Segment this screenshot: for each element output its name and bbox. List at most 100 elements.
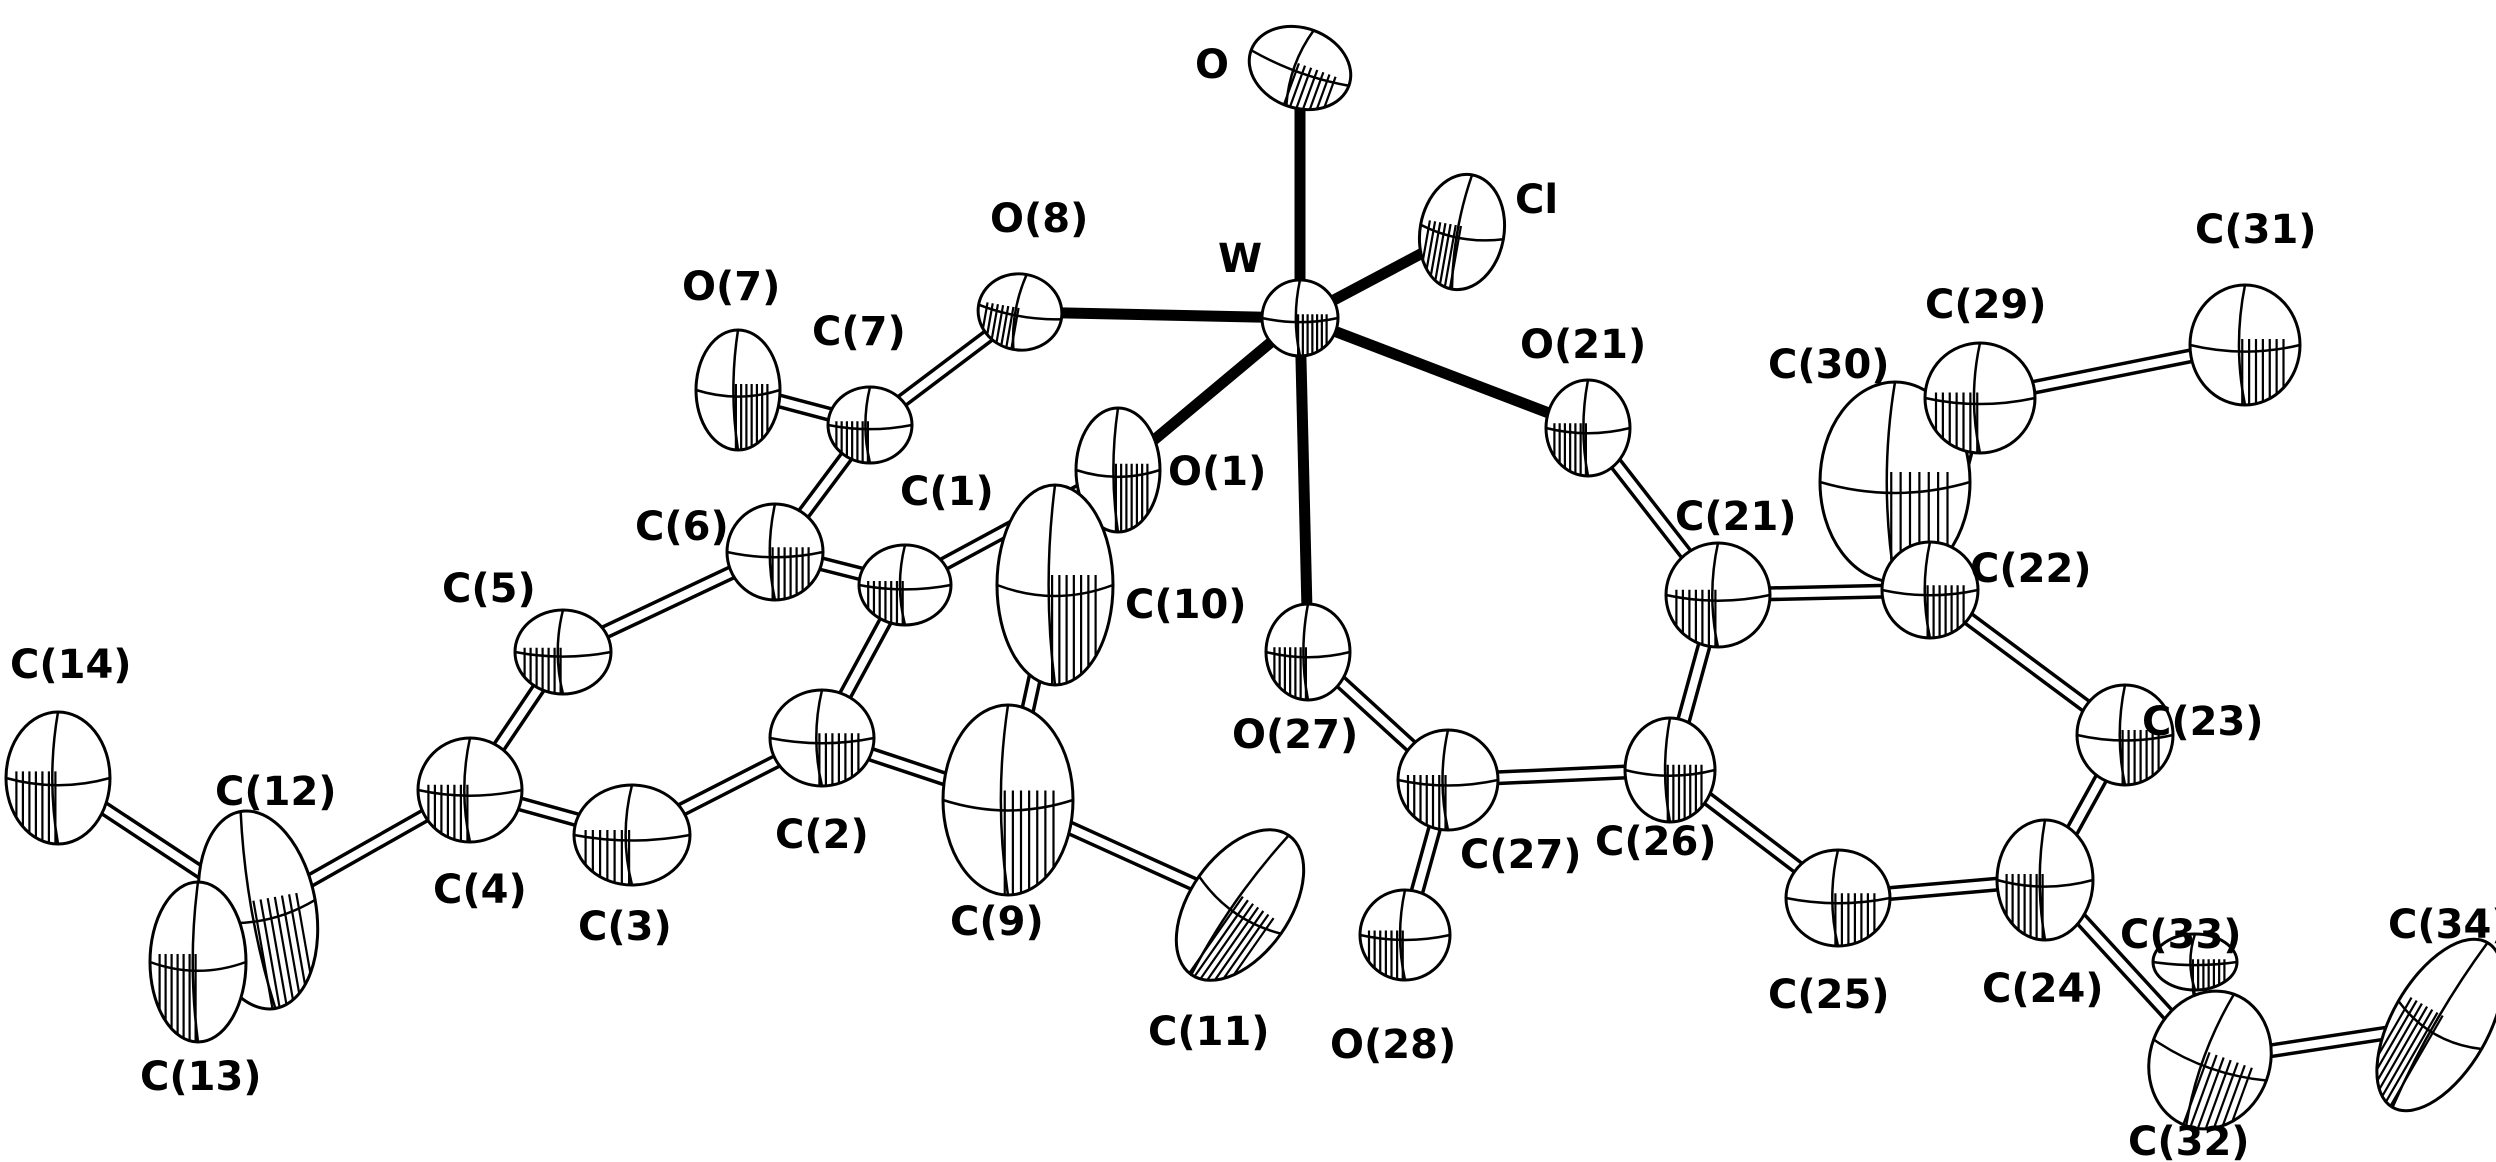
atom-C32	[2147, 989, 2273, 1141]
label-C7: C(7)	[812, 309, 906, 355]
atom-C3	[572, 783, 692, 887]
axis-v-O27	[1302, 603, 1310, 701]
atom-C5	[513, 608, 613, 696]
axis-v-C12	[239, 811, 277, 1009]
bond-W-O21	[1294, 312, 1594, 434]
axis-v-C33	[2189, 933, 2197, 991]
axis-v-C29	[1972, 342, 1982, 454]
label-O28: O(28)	[1330, 1022, 1456, 1068]
axis-h-C30	[1819, 480, 1971, 495]
atom-C25	[1784, 848, 1892, 948]
atom-ellipsoids	[4, 24, 2496, 1141]
label-C2: C(2)	[775, 812, 869, 858]
axis-h-C1	[858, 583, 952, 591]
label-O: O	[1195, 42, 1229, 88]
axis-h-C9	[942, 798, 1074, 812]
label-C13: C(13)	[140, 1054, 262, 1100]
axis-v-C23	[2118, 684, 2127, 786]
label-C21: C(21)	[1675, 494, 1797, 540]
axis-h-C11	[1198, 875, 1282, 935]
axis-v-C2	[815, 689, 824, 787]
ellipsoid-C21	[1664, 541, 1772, 649]
axis-v-C9	[999, 704, 1010, 896]
axis-h-C33	[2152, 960, 2238, 967]
label-C6: C(6)	[635, 504, 729, 550]
label-C33: C(33)	[2120, 912, 2242, 958]
axis-h-C3	[573, 833, 691, 842]
axis-h-C5	[514, 650, 612, 658]
atom-C21	[1664, 541, 1772, 649]
label-C27: C(27)	[1460, 832, 1582, 878]
ellipsoid-C11	[1174, 828, 1306, 982]
axis-v-Cl	[1450, 174, 1474, 290]
ellipsoid-C27	[1396, 728, 1500, 832]
atom-C4	[416, 736, 524, 844]
label-C25: C(25)	[1768, 972, 1890, 1018]
bond-W-O27	[1294, 312, 1314, 658]
axis-h-C26	[1624, 768, 1716, 777]
atom-O28	[1358, 888, 1452, 982]
label-C34: C(34)	[2388, 902, 2496, 948]
axis-h-C25	[1785, 896, 1891, 905]
axis-v-C1	[898, 544, 907, 626]
label-C24: C(24)	[1982, 966, 2104, 1012]
label-C14: C(14)	[10, 642, 132, 688]
axis-v-C5	[556, 609, 565, 695]
axis-v-O8	[1011, 274, 1028, 350]
axis-h-C34	[2397, 1000, 2482, 1051]
atom-O	[1247, 24, 1353, 119]
axis-h-C6	[726, 550, 824, 559]
atom-C24	[1995, 818, 2095, 942]
label-C23: C(23)	[2142, 699, 2264, 745]
axis-h-O	[1250, 49, 1350, 88]
atom-C34	[2358, 937, 2496, 1113]
axis-h-C32	[2152, 1038, 2267, 1082]
axis-v-C26	[1663, 717, 1672, 823]
atom-C13	[148, 880, 248, 1044]
axis-v-C14	[51, 711, 60, 845]
axis-v-C24	[2038, 819, 2047, 941]
axis-h-C23	[2076, 733, 2174, 742]
axis-h-C31	[2189, 343, 2301, 353]
ellipsoid-O	[1247, 24, 1353, 112]
axis-v-C6	[768, 503, 777, 601]
axis-v-C25	[1831, 849, 1840, 947]
axis-v-W	[1294, 279, 1302, 357]
atom-labels: O Cl W O(8) O(7) C(7) O(1) C(1) C(6) C(5…	[10, 42, 2496, 1162]
axis-h-C2	[769, 736, 875, 745]
atom-O21	[1544, 378, 1632, 478]
axis-v-O28	[1398, 889, 1407, 981]
axis-h-O7	[695, 388, 781, 398]
ellipsoid-C4	[416, 736, 524, 844]
axis-h-O8	[978, 303, 1062, 321]
axis-v-C30	[1885, 381, 1897, 583]
label-O27: O(27)	[1232, 712, 1358, 758]
axis-h-C13	[149, 960, 247, 972]
atom-O7	[694, 328, 782, 452]
atom-C27	[1396, 728, 1500, 832]
axis-h-O1	[1075, 468, 1161, 479]
axis-h-C21	[1665, 593, 1771, 602]
atom-C26	[1623, 716, 1717, 824]
axis-h-Cl	[1420, 223, 1504, 242]
axis-v-C27	[1441, 729, 1450, 831]
axis-v-C11	[1190, 834, 1290, 976]
axis-v-C4	[463, 737, 472, 843]
axis-h-O21	[1545, 426, 1631, 435]
atom-C14	[4, 710, 112, 846]
atom-C7	[826, 385, 914, 465]
atom-O8	[976, 272, 1064, 352]
label-C11: C(11)	[1148, 1009, 1270, 1055]
atom-C6	[725, 502, 825, 602]
label-C32: C(32)	[2128, 1119, 2250, 1162]
atom-C22	[1880, 540, 1980, 640]
label-C9: C(9)	[950, 899, 1044, 945]
axis-h-C4	[417, 788, 523, 797]
label-O1: O(1)	[1168, 449, 1266, 495]
label-O21: O(21)	[1520, 322, 1646, 368]
atom-C11	[1174, 828, 1306, 996]
axis-v-C22	[1923, 541, 1932, 639]
label-C31: C(31)	[2195, 207, 2317, 253]
atom-C29	[1923, 341, 2037, 455]
